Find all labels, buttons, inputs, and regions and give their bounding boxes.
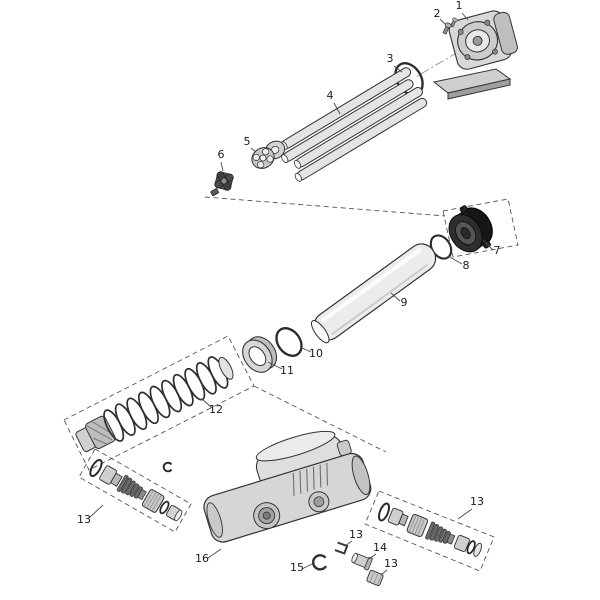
part-bypass-fitting — [351, 552, 373, 571]
part-housing-body — [203, 430, 372, 543]
part-callout-11: 11 — [280, 364, 294, 377]
leader-line-13 — [380, 569, 388, 576]
leader-line-1 — [461, 12, 469, 21]
part-impeller — [210, 171, 234, 197]
part-callout-14: 14 — [373, 541, 387, 554]
leader-line-16 — [207, 548, 222, 559]
part-screws — [442, 17, 458, 35]
axis-line-head — [413, 51, 459, 79]
leader-line-12 — [201, 398, 213, 409]
leader-line-5 — [250, 147, 257, 153]
part-callout-7: 7 — [494, 244, 501, 257]
part-callout-6: 6 — [218, 148, 225, 161]
part-o-ring-10 — [275, 327, 303, 357]
group-box-spiral — [63, 335, 255, 471]
connector-line-middle — [253, 385, 387, 453]
group-box-fittings-left — [78, 448, 192, 533]
leader-line-9 — [390, 292, 401, 302]
part-nut-small — [366, 569, 384, 587]
leader-line-15 — [301, 563, 313, 570]
part-callout-3: 3 — [387, 52, 394, 65]
part-callout-2: 2 — [434, 7, 441, 20]
leader-line-13 — [344, 540, 353, 547]
part-bearing-discs — [251, 140, 286, 169]
part-callout-8: 8 — [463, 259, 470, 272]
part-clip — [311, 554, 327, 571]
part-end-cap — [448, 205, 493, 253]
part-callout-10: 10 — [309, 347, 323, 360]
leader-line-2 — [439, 18, 446, 25]
leader-line-10 — [299, 346, 312, 353]
group-box-end-cap — [442, 198, 519, 258]
part-retaining-ring — [242, 336, 278, 373]
part-glass-tube — [310, 243, 437, 344]
leader-line-11 — [267, 361, 283, 370]
leader-line-13 — [457, 508, 473, 520]
leader-line-3 — [393, 65, 403, 73]
leader-line-4 — [333, 102, 341, 115]
part-callout-13: 13 — [77, 513, 91, 526]
part-callout-9: 9 — [401, 296, 408, 309]
part-callout-13: 13 — [384, 557, 398, 570]
part-head-unit — [432, 10, 518, 100]
part-spiral-rotor — [75, 356, 234, 453]
part-callout-15: 15 — [290, 561, 304, 574]
leader-line-6 — [220, 161, 224, 172]
part-clip-small — [162, 461, 173, 473]
part-callout-1: 1 — [456, 0, 463, 12]
part-quartz-tube-set — [280, 67, 428, 182]
leader-line-13 — [88, 504, 104, 519]
leader-line-14 — [368, 553, 377, 560]
part-callout-16: 16 — [195, 552, 209, 565]
part-callout-13: 13 — [470, 495, 484, 508]
part-callout-4: 4 — [327, 89, 334, 102]
connector-line-top — [204, 196, 446, 217]
part-hose-fittings-right — [377, 502, 482, 557]
part-callout-13: 13 — [349, 528, 363, 541]
part-callout-5: 5 — [244, 135, 251, 148]
part-bracket-small — [334, 541, 349, 555]
leader-line-7 — [482, 239, 494, 251]
part-callout-12: 12 — [209, 403, 223, 416]
part-hose-fittings-left — [89, 458, 183, 522]
leader-line-8 — [447, 255, 463, 265]
